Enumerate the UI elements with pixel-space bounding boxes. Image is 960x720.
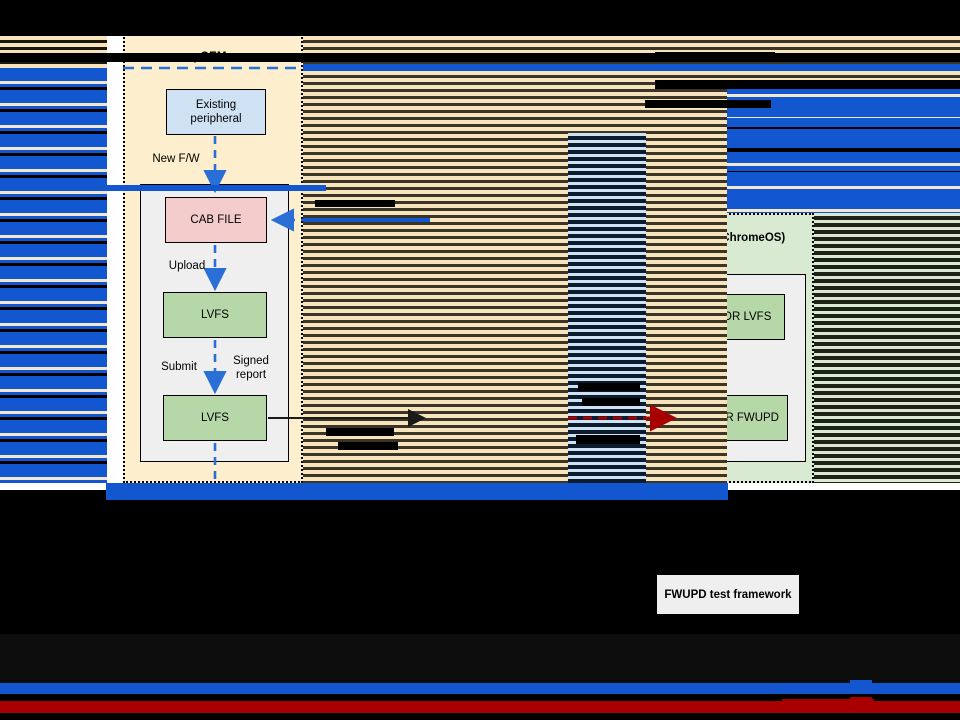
glitch-smear-1: [655, 52, 775, 60]
node-cab-file[interactable]: CAB FILE: [165, 197, 267, 243]
glitch-streak-9: [106, 185, 326, 191]
bottom-bar-blue-2: [106, 492, 728, 500]
glitch-streak-7: [727, 172, 960, 181]
node-lvfs-upload-label: LVFS: [201, 309, 229, 321]
glitch-smear-3: [645, 100, 771, 108]
glitch-streak-8: [727, 190, 960, 203]
bottom-black-bar: [0, 622, 960, 634]
footer-label-text: FWUPD test framework: [664, 588, 792, 601]
glitch-streak-5: [727, 136, 960, 145]
footer-bar-red-block: [850, 697, 872, 713]
glitch-smear-7: [578, 383, 640, 391]
footer-bar-black: [0, 694, 960, 701]
glitch-streak-3: [727, 100, 960, 109]
edge-label-new-fw: New F/W: [152, 153, 200, 165]
node-existing-peripheral[interactable]: Existing peripheral: [166, 89, 266, 135]
footer-bar-blue: [0, 683, 960, 694]
node-lvfs-upload[interactable]: LVFS: [163, 292, 267, 338]
footer-bar-black-2: [0, 713, 960, 720]
footer-bar-blue-tick: [782, 689, 874, 693]
footer-bar-blue-block: [850, 680, 872, 696]
arrow-layer-top: [268, 218, 677, 432]
glitch-smear-4: [315, 200, 395, 207]
edge-label-upload: Upload: [168, 260, 206, 272]
edge-label-submit: Submit: [161, 361, 197, 373]
node-cab-file-label: CAB FILE: [190, 214, 242, 226]
glitch-streak-6: [727, 154, 960, 163]
footer-bar-red-tick: [782, 699, 874, 703]
bottom-bar-blue-1: [106, 483, 728, 492]
glitch-smear-2: [655, 80, 960, 89]
node-existing-peripheral-label: Existing peripheral: [190, 99, 242, 125]
glitch-streak-4: [727, 118, 960, 127]
node-lvfs-submit-label: LVFS: [201, 412, 229, 424]
glitch-smear-6: [338, 442, 398, 450]
glitch-smear-5: [326, 428, 394, 436]
edge-label-signed-report: Signed report: [233, 355, 269, 381]
glitch-smear-9: [576, 435, 640, 444]
diagram-canvas: pOEMs Plugin Developers/ Chipset Vendors…: [0, 0, 960, 490]
footer-label-box[interactable]: FWUPD test framework: [657, 575, 799, 614]
node-lvfs-submit[interactable]: LVFS: [163, 395, 267, 441]
glitch-smear-8: [582, 398, 640, 406]
footer-bar-red: [0, 701, 960, 713]
